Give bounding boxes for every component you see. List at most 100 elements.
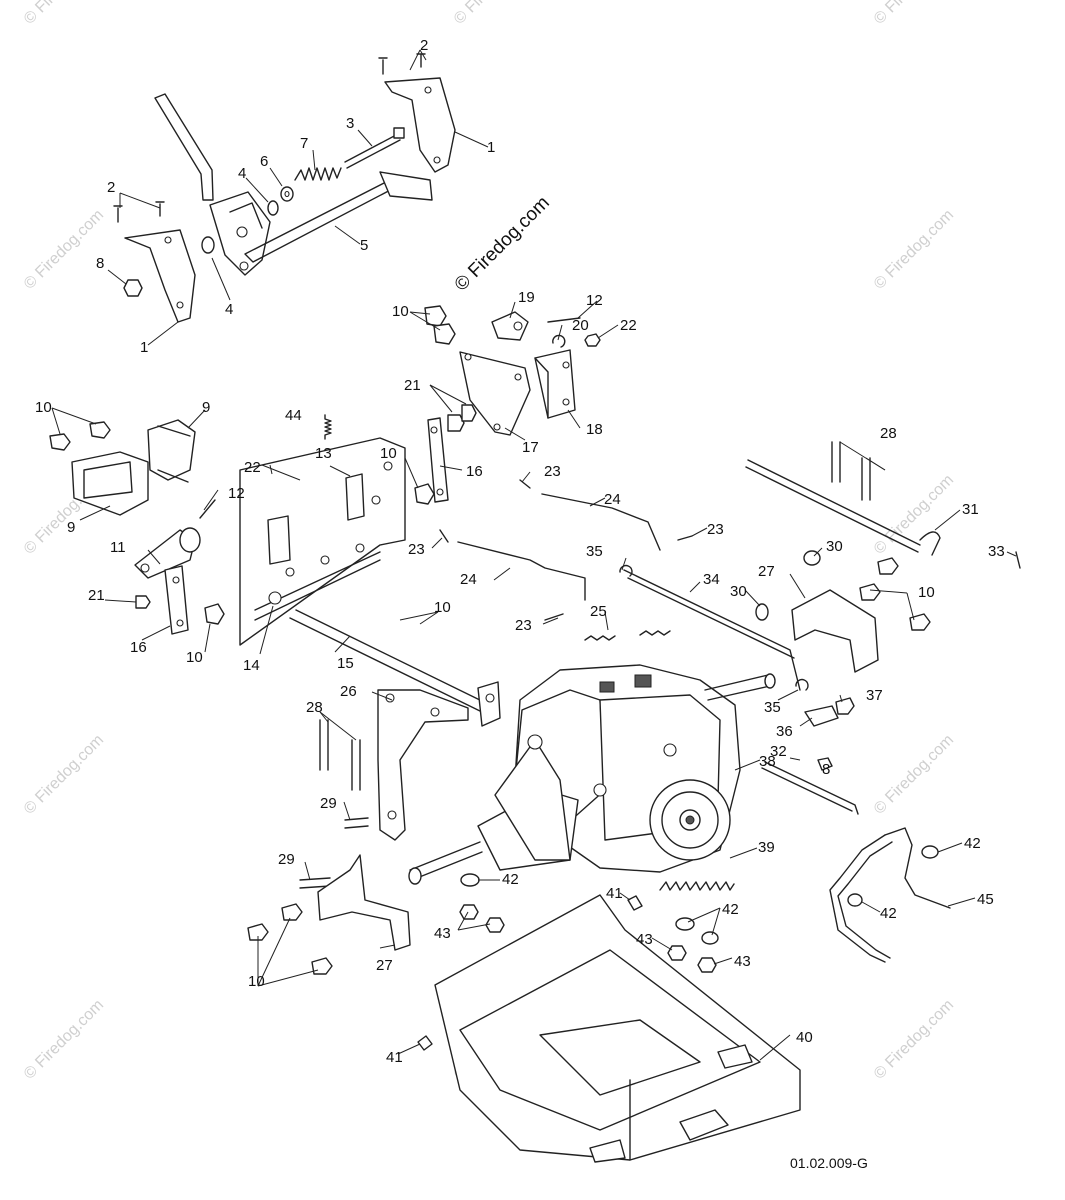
- callout-31: 31: [962, 501, 979, 518]
- washers-nuts: [417, 873, 719, 1051]
- washer-42: [675, 917, 695, 931]
- callout-19: 19: [518, 289, 535, 306]
- callout-43: 43: [434, 925, 451, 942]
- callout-23: 23: [544, 463, 561, 480]
- callout-20: 20: [572, 317, 589, 334]
- callout-11: 11: [110, 539, 126, 556]
- watermark-main: © Firedog.com: [451, 192, 554, 295]
- washer-42: [921, 845, 939, 859]
- upper-mid-group: [424, 305, 601, 436]
- screw-10: [877, 557, 899, 575]
- screw-10: [424, 305, 447, 327]
- callout-21: 21: [404, 377, 421, 394]
- bracket-27-left: [317, 854, 411, 951]
- callout-23: 23: [707, 521, 724, 538]
- washer-42: [701, 931, 719, 945]
- spring-44: [324, 414, 332, 440]
- plate-17: [459, 351, 531, 436]
- bracket-1-lower: [124, 229, 196, 323]
- bolt-28: [319, 719, 329, 771]
- rod-31: [745, 459, 921, 553]
- callout-21: 21: [88, 587, 105, 604]
- bolt-28: [351, 739, 361, 791]
- left-lower-brackets: [247, 689, 469, 975]
- clip-35: [619, 564, 633, 577]
- bracket-27-right: [791, 589, 879, 673]
- callout-27: 27: [376, 957, 393, 974]
- callout-10: 10: [35, 399, 52, 416]
- callout-41: 41: [606, 885, 623, 902]
- bolt-28: [831, 441, 841, 483]
- nut-43: [459, 904, 479, 920]
- callout-5: 5: [360, 237, 368, 254]
- screw-10: [414, 483, 435, 505]
- watermark-text: © Firedog.com: [21, 0, 107, 28]
- pin-12: [547, 317, 581, 323]
- quadrant-hole: [239, 261, 249, 271]
- bracket-36: [804, 705, 839, 727]
- bracket-26: [377, 689, 469, 841]
- callout-3: 3: [346, 115, 354, 132]
- callout-42: 42: [880, 905, 897, 922]
- bolt-3: [344, 133, 401, 169]
- callout-45: 45: [977, 891, 994, 908]
- callout-6: 6: [260, 153, 268, 170]
- callout-10: 10: [434, 599, 451, 616]
- callout-17: 17: [522, 439, 539, 456]
- callout-30: 30: [826, 538, 843, 555]
- callout-29: 29: [320, 795, 337, 812]
- callout-32: 32: [770, 743, 787, 760]
- axle-left: [409, 841, 483, 881]
- watermark-text: © Firedog.com: [21, 206, 107, 292]
- screw-10: [204, 603, 225, 625]
- pin-33: [1015, 551, 1021, 569]
- callout-37: 37: [866, 687, 883, 704]
- washer-42: [460, 873, 480, 887]
- screw-2: [378, 57, 388, 75]
- bolt-29: [344, 817, 369, 829]
- callout-18: 18: [586, 421, 603, 438]
- rod-24-upper: [541, 493, 661, 551]
- callout-42: 42: [722, 901, 739, 918]
- bracket-16-left: [164, 565, 189, 635]
- watermark-text: © Firedog.com: [871, 0, 957, 28]
- nut-8: [123, 279, 143, 297]
- bolt-21: [461, 404, 477, 422]
- screw-10: [909, 613, 931, 631]
- screw-41: [417, 1035, 433, 1051]
- screw-10: [247, 923, 269, 941]
- watermark-text: © Firedog.com: [21, 731, 107, 817]
- screw-10: [89, 421, 111, 439]
- callout-25: 25: [590, 603, 607, 620]
- callout-15: 15: [337, 655, 354, 672]
- transaxle: [408, 664, 776, 885]
- callout-16: 16: [130, 639, 147, 656]
- right-bracket: [761, 557, 931, 815]
- shaft-15: [289, 609, 489, 713]
- callout-8: 8: [96, 255, 104, 272]
- bracket-9-lower: [71, 451, 149, 516]
- bolt-29: [299, 877, 331, 889]
- callout-4: 4: [225, 301, 233, 318]
- callout-28: 28: [880, 425, 897, 442]
- callout-10: 10: [392, 303, 409, 320]
- callout-35: 35: [764, 699, 781, 716]
- nut-43: [667, 945, 687, 961]
- washer-4: [267, 200, 279, 216]
- callout-26: 26: [340, 683, 357, 700]
- callout-1: 1: [487, 139, 495, 156]
- callout-9: 9: [67, 519, 75, 536]
- callout-33: 33: [988, 543, 1005, 560]
- callout-40: 40: [796, 1029, 813, 1046]
- screw-2: [113, 205, 123, 223]
- pin-23: [544, 613, 564, 621]
- shaft-15-end: [477, 681, 501, 727]
- callout-34: 34: [703, 571, 720, 588]
- callout-39: 39: [758, 839, 775, 856]
- callout-12: 12: [586, 292, 603, 309]
- plate-13: [239, 437, 406, 646]
- callout-13: 13: [315, 445, 332, 462]
- watermark-text: © Firedog.com: [871, 996, 957, 1082]
- callout-30: 30: [730, 583, 747, 600]
